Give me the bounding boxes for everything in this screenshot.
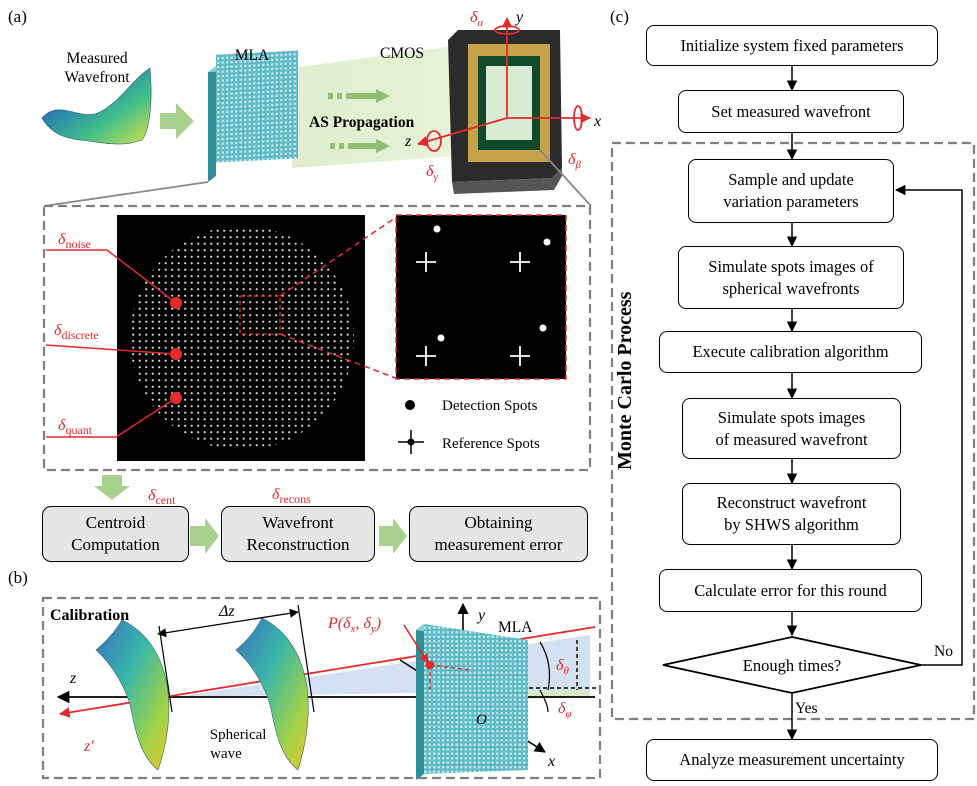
calibration-title: Calibration <box>50 607 129 624</box>
step-reconstruct-line-1: Reconstruct wavefront <box>716 493 867 512</box>
as-propagation-label: AS Propagation <box>309 114 415 131</box>
step-sample-line-2: variation parameters <box>723 192 859 211</box>
measurement-error-box: Obtaining measurement error <box>409 506 588 562</box>
cmos-axes <box>416 16 592 152</box>
monte-carlo-label: Monte Carlo Process <box>614 291 636 470</box>
pipeline-arrow-1 <box>190 518 219 554</box>
x-axis-label: x <box>547 753 555 770</box>
step-simulate-spherical-line-1: Simulate spots images of <box>708 256 874 276</box>
spot-pattern <box>130 226 354 450</box>
rotation-gamma: δγ <box>426 163 438 183</box>
calibration-frame <box>41 596 602 780</box>
measured-wavefront-surface <box>41 67 152 145</box>
legend-reference-label: Reference Spots <box>442 436 540 452</box>
decision-label: Enough times? <box>743 656 842 675</box>
reconstruction-line-1: Wavefront <box>262 513 334 532</box>
mla-side <box>208 66 216 182</box>
panel-b-label: (b) <box>8 568 28 587</box>
dashed-arrows <box>328 89 390 153</box>
panel-a-label: (a) <box>8 7 27 26</box>
step-simulate-spherical: Simulate spots images of spherical wavef… <box>678 246 904 309</box>
mla-b-label: MLA <box>498 619 533 636</box>
spherical-wave-1 <box>95 619 170 771</box>
cmos-label: CMOS <box>380 45 424 62</box>
z-prime-label: z′ <box>83 738 94 755</box>
step-calibration: Execute calibration algorithm <box>659 331 922 373</box>
mla-label: MLA <box>235 47 270 64</box>
detection-dots <box>433 225 551 342</box>
theta-angle: δθ <box>556 657 569 677</box>
step-calibration-text: Execute calibration algorithm <box>692 342 889 361</box>
step-reconstruct-line-2: by SHWS algorithm <box>724 515 859 534</box>
step-sample: Sample and update variation parameters <box>688 159 894 223</box>
reference-crosses <box>416 252 530 366</box>
green-arrow <box>160 103 194 139</box>
origin-label: O <box>476 712 487 728</box>
panel-a: (a) Measured Wavefront MLA AS Propagatio… <box>8 7 601 554</box>
z-axis-label: z <box>69 670 77 687</box>
step-calculate-error-text: Calculate error for this round <box>694 580 887 600</box>
zoom-inset <box>395 214 567 380</box>
centroid-line-2: Computation <box>71 535 160 554</box>
mla-front <box>216 50 298 163</box>
down-arrow <box>94 475 130 500</box>
error-line-1: Obtaining <box>464 513 533 532</box>
step-simulate-spherical-line-2: spherical wavefronts <box>722 278 860 298</box>
step-initialize-text: Initialize system fixed parameters <box>680 35 904 55</box>
error-cent: δcent <box>148 487 176 507</box>
detail-frame <box>42 204 592 472</box>
delta-z-label: Δz <box>218 603 235 620</box>
axis-z: z <box>404 133 412 150</box>
y-axis-label: y <box>476 607 486 624</box>
legend-detection-marker <box>405 400 415 410</box>
zoom-region <box>239 295 281 335</box>
step-calculate-error: Calculate error for this round <box>659 569 922 612</box>
phi-angle: δφ <box>558 700 572 720</box>
mla-b <box>424 624 528 774</box>
panel-c: (c) Enough times? No Yes <box>610 7 976 741</box>
error-recons: δrecons <box>272 486 311 506</box>
step-set-wavefront: Set measured wavefront <box>678 90 904 133</box>
centroid-line-1: Centroid <box>85 513 146 532</box>
legend-detection-label: Detection Spots <box>442 398 538 414</box>
panel-c-label: (c) <box>610 7 629 26</box>
step-reconstruct: Reconstruct wavefront by SHWS algorithm <box>682 483 901 545</box>
measured-wavefront-label: Measured Wavefront <box>64 50 131 86</box>
axis-x: x <box>593 113 601 130</box>
error-noise: δnoise <box>58 231 91 251</box>
step-simulate-measured: Simulate spots images of measured wavefr… <box>682 398 901 459</box>
yes-label: Yes <box>795 700 818 717</box>
rotation-beta: δβ <box>568 151 581 171</box>
step-analyze: Analyze measurement uncertainty <box>646 739 938 781</box>
rotation-alpha: δα <box>470 9 483 29</box>
step-initialize: Initialize system fixed parameters <box>646 25 938 66</box>
wavefront-reconstruction-box: Wavefront Reconstruction <box>221 506 375 562</box>
step-simulate-measured-line-1: Simulate spots images <box>717 407 866 427</box>
centroid-computation-box: Centroid Computation <box>42 506 189 562</box>
flow-arrows <box>786 66 963 741</box>
step-simulate-measured-line-2: of measured wavefront <box>715 429 868 449</box>
step-analyze-text: Analyze measurement uncertainty <box>679 750 905 769</box>
pipeline-arrow-2 <box>379 518 407 554</box>
step-set-wavefront-text: Set measured wavefront <box>711 101 871 121</box>
spherical-wave-label: Spherical wave <box>210 727 270 762</box>
reconstruction-line-2: Reconstruction <box>246 535 350 554</box>
error-line-2: measurement error <box>434 535 563 554</box>
decision-diamond <box>662 636 922 694</box>
error-quant: δquant <box>58 417 93 437</box>
point-p-label: P(δx, δy) <box>327 615 381 635</box>
axis-y: y <box>514 9 524 26</box>
error-discrete: δdiscrete <box>54 322 99 342</box>
error-markers <box>45 249 182 438</box>
spherical-wave-2 <box>235 617 309 771</box>
delta-z-dimension <box>157 608 299 638</box>
panel-b: (b) Calibration Δz MLA y x O z z′ Spheri… <box>8 568 602 780</box>
step-sample-line-1: Sample and update <box>728 170 854 189</box>
no-label: No <box>934 643 953 660</box>
monte-carlo-frame <box>610 141 976 721</box>
